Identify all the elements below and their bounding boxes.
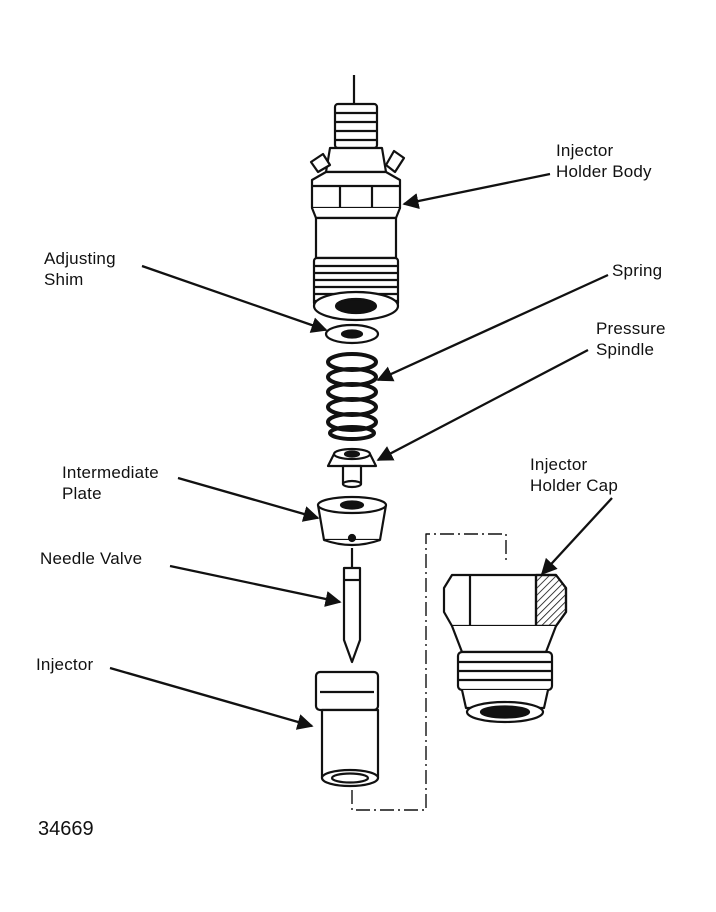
injector-part bbox=[314, 670, 380, 788]
leader-intermediate-plate bbox=[177, 476, 320, 522]
leader-injector bbox=[109, 666, 314, 730]
injector-holder-body-part bbox=[309, 75, 406, 322]
needle-valve-part bbox=[342, 548, 362, 664]
leader-needle-valve bbox=[169, 564, 342, 607]
label-adjusting-shim: Adjusting Shim bbox=[44, 249, 116, 289]
label-injector-holder-cap: Injector Holder Cap bbox=[530, 455, 618, 495]
leader-pressure-spindle bbox=[376, 348, 589, 462]
intermediate-plate-part bbox=[316, 495, 388, 547]
injector-holder-cap-part bbox=[442, 573, 568, 724]
label-injector: Injector bbox=[36, 655, 94, 674]
adjusting-shim-part bbox=[324, 323, 380, 345]
leader-spring bbox=[376, 273, 609, 382]
label-spring: Spring bbox=[612, 261, 663, 280]
figure-number: 34669 bbox=[38, 818, 94, 840]
leader-holder-cap bbox=[540, 497, 613, 576]
spring-part bbox=[326, 352, 378, 441]
leader-holder-body bbox=[402, 172, 551, 209]
label-intermediate-plate: Intermediate Plate bbox=[62, 463, 159, 503]
leader-adjusting-shim bbox=[141, 264, 328, 333]
pressure-spindle-part bbox=[326, 447, 378, 489]
label-pressure-spindle: Pressure Spindle bbox=[596, 319, 666, 359]
label-injector-holder-body: Injector Holder Body bbox=[556, 141, 652, 181]
label-needle-valve: Needle Valve bbox=[40, 549, 143, 568]
